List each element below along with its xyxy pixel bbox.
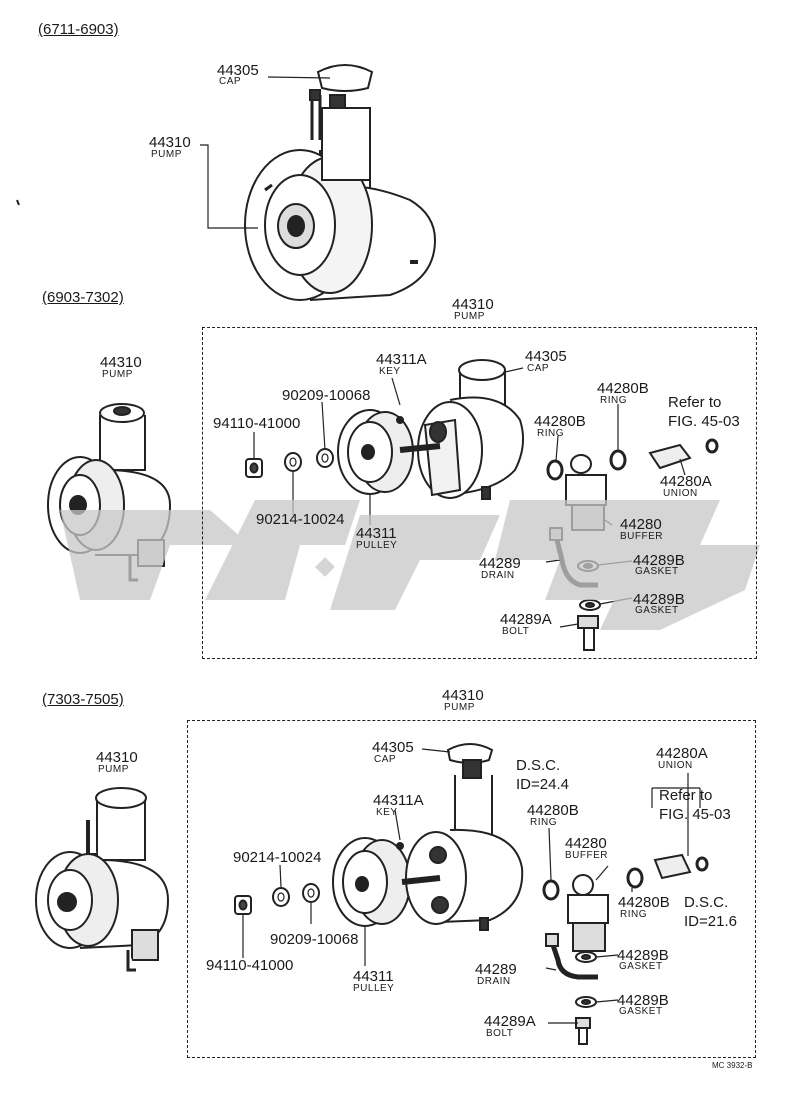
cap-part-name: CAP (527, 363, 550, 374)
key-part-number: 44311A (373, 792, 424, 809)
gasket-part-name: GASKET (635, 605, 679, 616)
side-pump-name: PUMP (98, 764, 129, 775)
gasket-part-number: 44289B (633, 591, 685, 608)
dsc-note-line2: ID=24.4 (516, 776, 569, 793)
ring-part-number: 44280B (527, 802, 579, 819)
dsc-note: D.S.C. ID=24.4 (516, 756, 569, 794)
ring-part-number: 44280B (618, 894, 670, 911)
refer-note: Refer to FIG. 45-03 (659, 786, 731, 824)
washer-part-number: 90214-10024 (233, 849, 322, 866)
side-pump-drawing-1973 (35, 787, 170, 972)
pump-part-name: PUMP (151, 149, 182, 160)
ring-part-name: RING (620, 909, 647, 920)
gasket-part-name: GASKET (635, 566, 679, 577)
dsc-note-line1: D.S.C. (684, 894, 729, 911)
bolt-part-number: 44289A (484, 1013, 536, 1030)
exploded-parts-1973 (234, 743, 709, 1045)
bolt-part-number: 44289A (500, 611, 552, 628)
dsc-note-line2: ID=21.6 (684, 913, 737, 930)
pulley-part-name: PULLEY (353, 983, 395, 994)
union-part-name: UNION (663, 488, 698, 499)
pulley-part-name: PULLEY (356, 540, 398, 551)
key-part-name: KEY (376, 807, 398, 818)
ring-part-name: RING (537, 428, 564, 439)
gasket-part-number: 44289B (633, 552, 685, 569)
gasket-part-number: 44289B (617, 947, 669, 964)
key-part-name: KEY (379, 366, 401, 377)
side-pump-number: 44310 (100, 354, 142, 371)
gasket-part-name: GASKET (619, 961, 663, 972)
frame-pump-name: PUMP (454, 311, 485, 322)
ring-part-name: RING (530, 817, 557, 828)
bolt-part-name: BOLT (486, 1028, 514, 1039)
cap-part-number: 44305 (217, 62, 259, 79)
section-frame-1969 (202, 327, 757, 659)
washer-part-number: 90209-10068 (270, 931, 359, 948)
dsc-note-line1: D.S.C. (516, 757, 561, 774)
buffer-part-name: BUFFER (620, 531, 663, 542)
buffer-part-name: BUFFER (565, 850, 608, 861)
frame-pump-number: 44310 (442, 687, 484, 704)
cap-part-name: CAP (374, 754, 397, 765)
refer-note-line1: Refer to (659, 787, 713, 804)
scan-speck (16, 199, 20, 206)
figure-code: MC 3932-B (712, 1061, 753, 1070)
frame-pump-name: PUMP (444, 702, 475, 713)
union-part-number: 44280A (660, 473, 712, 490)
refer-note-line2: FIG. 45-03 (659, 806, 731, 823)
side-pump-name: PUMP (102, 369, 133, 380)
union-part-number: 44280A (656, 745, 708, 762)
drain-part-name: DRAIN (477, 976, 511, 987)
pulley-part-number: 44311 (353, 968, 394, 985)
section-header-1967: (6711-6903) (38, 21, 119, 38)
leader-lines-1973 (242, 748, 701, 1024)
washer-part-number: 90214-10024 (256, 511, 345, 528)
ring-part-number: 44280B (534, 413, 586, 430)
refer-note-line2: FIG. 45-03 (668, 413, 740, 430)
bolt-part-name: BOLT (502, 626, 530, 637)
side-pump-number: 44310 (96, 749, 138, 766)
section-frame-1973 (187, 720, 756, 1058)
section-header-1973: (7303-7505) (42, 691, 124, 708)
pump-part-number: 44310 (149, 134, 191, 151)
drain-part-number: 44289 (475, 961, 517, 978)
buffer-part-number: 44280 (620, 516, 662, 533)
gasket-part-name: GASKET (619, 1006, 663, 1017)
drain-part-number: 44289 (479, 555, 521, 572)
nut-part-number: 94110-41000 (213, 415, 301, 432)
refer-note: Refer to FIG. 45-03 (668, 393, 740, 431)
gasket-part-number: 44289B (617, 992, 669, 1009)
ring-part-name: RING (600, 395, 627, 406)
key-part-number: 44311A (376, 351, 427, 368)
ring-part-number: 44280B (597, 380, 649, 397)
refer-note-line1: Refer to (668, 394, 722, 411)
section-header-1969: (6903-7302) (42, 289, 124, 306)
drain-part-name: DRAIN (481, 570, 515, 581)
cap-part-number: 44305 (372, 739, 414, 756)
nut-part-number: 94110-41000 (206, 957, 294, 974)
pulley-part-number: 44311 (356, 525, 397, 542)
union-part-name: UNION (658, 760, 693, 771)
cap-part-number: 44305 (525, 348, 567, 365)
buffer-part-number: 44280 (565, 835, 607, 852)
dsc-note: D.S.C. ID=21.6 (684, 893, 737, 931)
leader-lines-1967 (200, 76, 331, 229)
pump-drawing-1967 (244, 64, 437, 301)
frame-pump-number: 44310 (452, 296, 494, 313)
cap-part-name: CAP (219, 76, 242, 87)
washer-part-number: 90209-10068 (282, 387, 371, 404)
